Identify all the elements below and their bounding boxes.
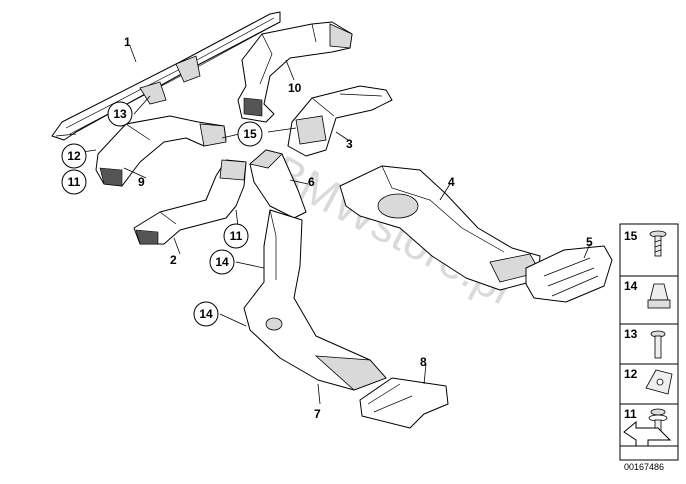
direction-arrow-icon xyxy=(623,420,672,447)
part-8-floor-outlet xyxy=(359,377,449,429)
part-3-side-duct xyxy=(287,85,393,157)
callout-5: 5 xyxy=(586,235,593,249)
callout-numbers: 1 10 3 9 6 4 2 5 8 7 xyxy=(124,35,593,421)
part-5-grille xyxy=(525,245,613,303)
legend-label-15: 15 xyxy=(624,229,638,243)
circled-callout-11-lower: 11 xyxy=(230,229,243,243)
screw-13-icon xyxy=(650,330,666,359)
callout-3: 3 xyxy=(346,137,353,151)
callout-4: 4 xyxy=(448,175,455,189)
circled-callout-13: 13 xyxy=(113,107,127,121)
circled-callout-14-lower: 14 xyxy=(199,307,213,321)
fastener-legend: 15 14 13 12 11 xyxy=(619,223,679,461)
document-id: 00167486 xyxy=(624,462,664,472)
screw-15-icon xyxy=(649,230,667,257)
callout-2: 2 xyxy=(170,253,177,267)
circled-callout-11-upper: 11 xyxy=(68,175,81,189)
callout-9: 9 xyxy=(138,175,145,189)
legend-label-12: 12 xyxy=(624,367,638,381)
callout-1: 1 xyxy=(124,35,131,49)
circled-callout-14-upper: 14 xyxy=(215,255,229,269)
leader-lines xyxy=(81,45,591,405)
callout-10: 10 xyxy=(288,81,302,95)
part-2-lower-left-duct xyxy=(133,159,247,245)
part-10-upper-duct xyxy=(237,21,353,123)
part-9-left-duct xyxy=(95,115,227,187)
circled-callouts: 13 12 11 15 11 14 14 xyxy=(61,101,263,327)
clip-12-icon xyxy=(645,369,673,395)
nut-14-icon xyxy=(647,283,671,309)
part-1-dash-vent-rail xyxy=(51,11,281,141)
part-6-connector xyxy=(249,149,307,219)
callout-8: 8 xyxy=(420,355,427,369)
legend-label-14: 14 xyxy=(624,279,638,293)
legend-label-11: 11 xyxy=(624,407,637,421)
legend-label-13: 13 xyxy=(624,327,638,341)
circled-callout-12: 12 xyxy=(67,149,81,163)
part-7-floor-duct xyxy=(243,209,387,391)
circled-callout-15: 15 xyxy=(243,127,257,141)
callout-7: 7 xyxy=(314,407,321,421)
callout-6: 6 xyxy=(308,175,315,189)
